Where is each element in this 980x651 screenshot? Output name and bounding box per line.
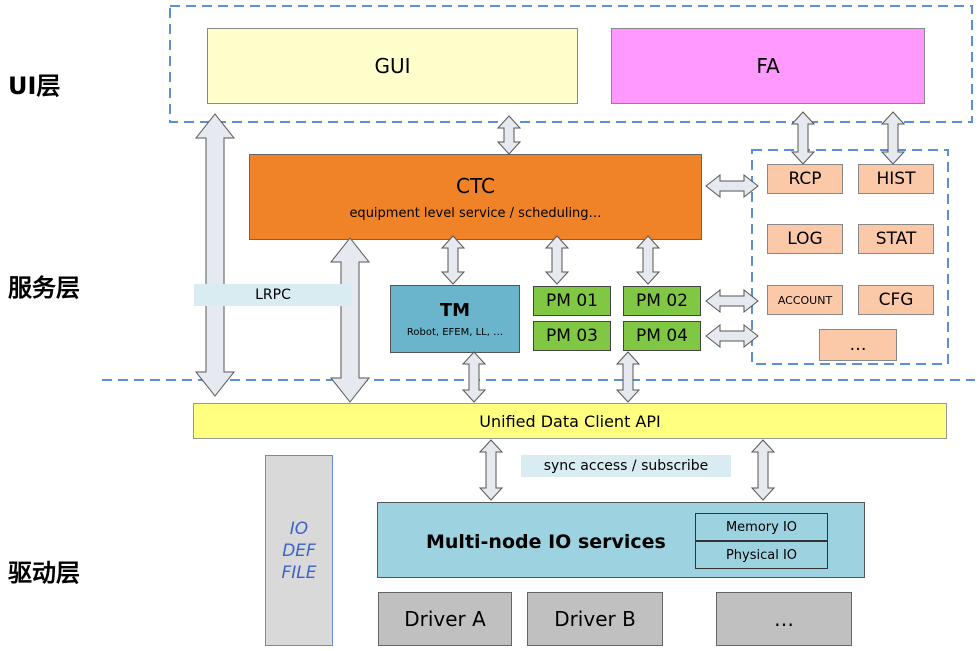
physical-io-box: Physical IO [695,541,828,569]
fa-hist-arrow [880,111,906,165]
ui-layer-label: UI层 [8,72,61,100]
log-label: LOG [787,229,823,249]
io-def-word-def: DEF [282,540,316,561]
udc-api-label: Unified Data Client API [479,411,661,431]
pm-01-box: PM 01 [533,286,611,316]
io-def-word-file: FILE [281,562,317,583]
memory-io-label: Memory IO [725,519,798,535]
tm-box: TM Robot, EFEM, LL, … [390,285,520,353]
pm02-account-arrow [705,288,759,314]
pm-02-label: PM 02 [636,291,688,311]
pm04-services-arrow [705,323,759,349]
pm-03-box: PM 03 [533,321,611,351]
ctc-tm-arrow [440,235,466,285]
rcp-box: RCP [767,164,843,194]
pm-03-label: PM 03 [546,326,598,346]
lrpc-arrow [194,113,236,397]
driver-b-label: Driver B [554,607,636,631]
ctc-title: CTC [456,173,495,198]
ctc-subtitle: equipment level service / scheduling… [349,205,602,221]
ctc-services-arrow [705,173,759,199]
cfg-box: CFG [858,285,934,315]
fa-label: FA [756,54,780,78]
lrpc-text: LRPC [255,287,291,303]
pm-02-box: PM 02 [623,286,701,316]
fa-box: FA [611,28,925,104]
stat-box: STAT [858,224,934,254]
pm-01-label: PM 01 [546,291,598,311]
sync-access-text: sync access / subscribe [543,458,709,474]
ctc-api-arrow [329,237,371,403]
sync-access-label: sync access / subscribe [521,455,731,477]
io-def-word-io: IO [289,518,309,539]
service-layer-label: 服务层 [8,274,80,302]
tm-subtitle: Robot, EFEM, LL, … [406,327,504,338]
fa-rcp-arrow [790,111,816,165]
io-def-file-box: IO DEF FILE [265,455,333,646]
tm-api-arrow [461,351,487,403]
tm-title: TM [439,300,471,321]
cfg-label: CFG [878,290,914,310]
hist-box: HIST [858,164,934,194]
log-box: LOG [767,224,843,254]
more-services-label: … [849,335,867,355]
driver-a-label: Driver A [404,607,486,631]
account-box: ACCOUNT [767,285,843,315]
more-drivers-box: … [716,592,852,646]
hist-label: HIST [876,169,916,189]
pm04-api-arrow [615,351,641,403]
more-drivers-label: … [774,607,794,631]
api-memory-io-arrow [750,439,776,501]
physical-io-label: Physical IO [725,547,798,563]
pm-04-box: PM 04 [623,321,701,351]
memory-io-box: Memory IO [695,513,828,541]
ctc-pm02-arrow [635,235,661,285]
rcp-label: RCP [788,169,822,189]
api-io-arrow [478,439,504,501]
udc-api-bar: Unified Data Client API [193,403,947,439]
more-services-box: … [819,329,897,361]
driver-b-box: Driver B [527,592,663,646]
gui-label: GUI [374,54,411,78]
driver-layer-label: 驱动层 [8,559,80,587]
io-services-box: Multi-node IO services Memory IO Physica… [377,502,865,578]
account-label: ACCOUNT [777,293,833,307]
stat-label: STAT [875,229,917,249]
gui-box: GUI [207,28,578,104]
driver-a-box: Driver A [378,592,512,646]
ctc-box: CTC equipment level service / scheduling… [249,154,702,240]
ctc-pm01-arrow [544,235,570,285]
io-services-title: Multi-node IO services [426,531,666,553]
lrpc-label: LRPC [194,284,352,306]
gui-ctc-arrow [496,115,522,155]
pm-04-label: PM 04 [636,326,688,346]
